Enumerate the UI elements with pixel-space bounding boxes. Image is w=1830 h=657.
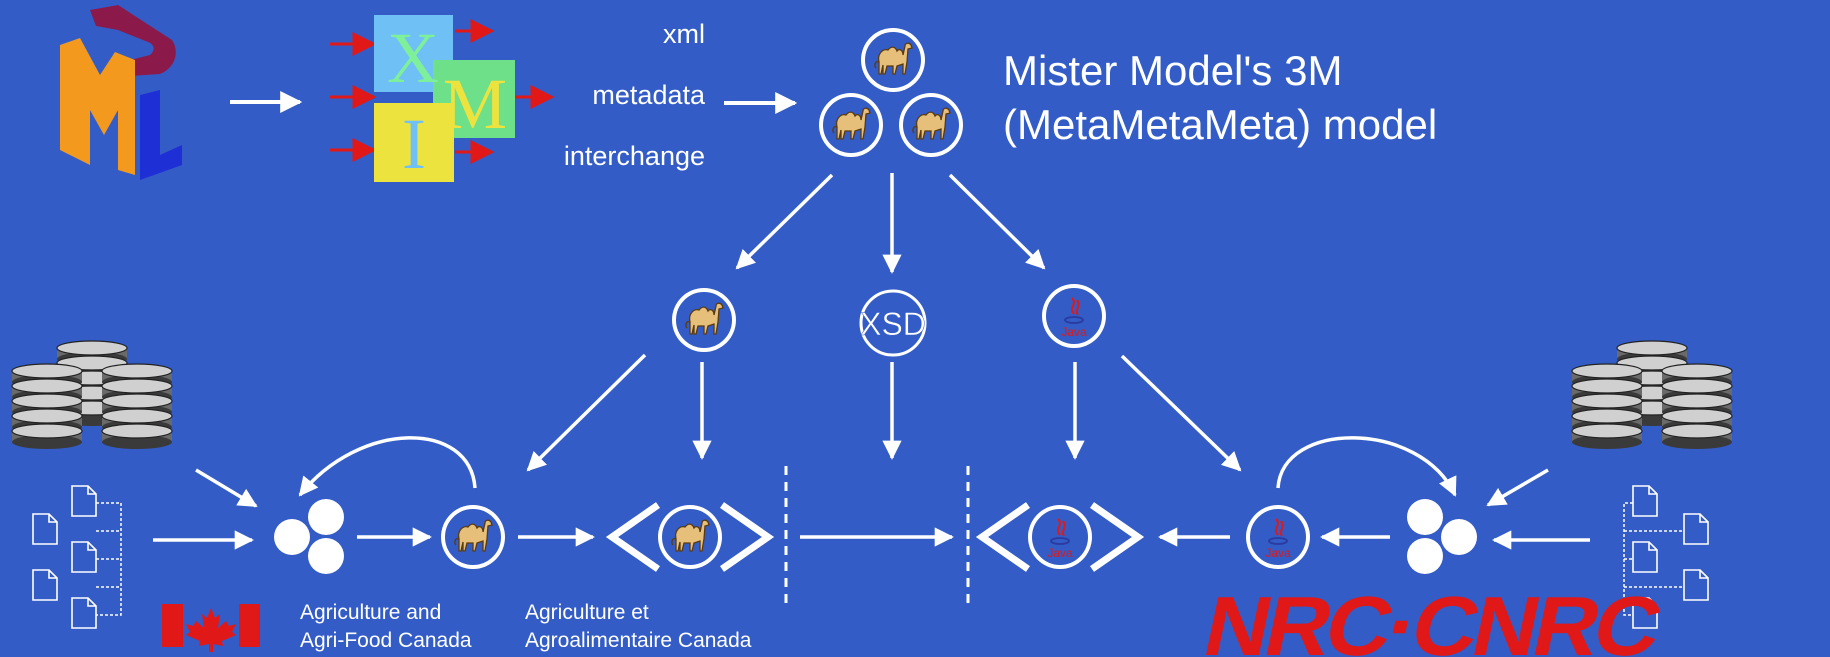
camel-icon [861, 28, 925, 92]
xmi-label-xml: xml [663, 19, 705, 49]
aafc-en-line-2: Agri-Food Canada [300, 629, 472, 652]
svg-text:Java: Java [1047, 546, 1073, 560]
document-icon [32, 485, 122, 629]
bowling-balls-icon [274, 499, 344, 574]
database-icon [1572, 341, 1732, 449]
camel-icon [899, 93, 963, 157]
xsd-icon: XSD [859, 289, 927, 357]
title-line-1: Mister Model's 3M [1003, 47, 1343, 94]
xmi-label-metadata: metadata [592, 80, 705, 110]
svg-text:X: X [387, 18, 439, 98]
generation-arrows [735, 173, 1046, 274]
camel-icon [441, 505, 505, 569]
nrc-logo: NRC·CNRC [1196, 579, 1669, 657]
bowling-balls-icon [1407, 499, 1477, 574]
aafc-fr-line-2: Agroalimentaire Canada [525, 629, 752, 652]
database-icon [12, 341, 172, 449]
xml-bracket-icon: Java [975, 502, 1145, 572]
svg-text:NRC·CNRC: NRC·CNRC [1196, 579, 1669, 657]
camel-icon [819, 93, 883, 157]
aafc-fr-line-1: Agriculture et [525, 601, 649, 624]
svg-text:XSD: XSD [860, 306, 926, 342]
aafc-french-name: Agriculture et Agroalimentaire Canada [525, 599, 751, 655]
page-title: Mister Model's 3M (MetaMetaMeta) model [1003, 44, 1437, 152]
camel-icon [672, 288, 736, 352]
document-icon [1623, 485, 1709, 629]
uml-logo [60, 5, 182, 180]
java-icon: Java [1042, 284, 1106, 348]
xmi-label-interchange: interchange [563, 141, 705, 171]
metamodel-camels [819, 28, 963, 157]
canada-flag-icon [162, 604, 260, 652]
java-icon: Java [1246, 505, 1310, 569]
xml-bracket-icon [605, 502, 775, 572]
xmi-logo: X M I [330, 15, 555, 184]
svg-text:Java: Java [1265, 546, 1291, 560]
aafc-english-name: Agriculture and Agri-Food Canada [300, 599, 472, 655]
title-line-2: (MetaMetaMeta) model [1003, 101, 1438, 148]
svg-text:Java: Java [1061, 325, 1087, 339]
svg-text:M: M [443, 64, 507, 144]
svg-text:I: I [402, 104, 426, 184]
aafc-en-line-1: Agriculture and [300, 601, 442, 624]
transform-arrows [526, 353, 1242, 472]
